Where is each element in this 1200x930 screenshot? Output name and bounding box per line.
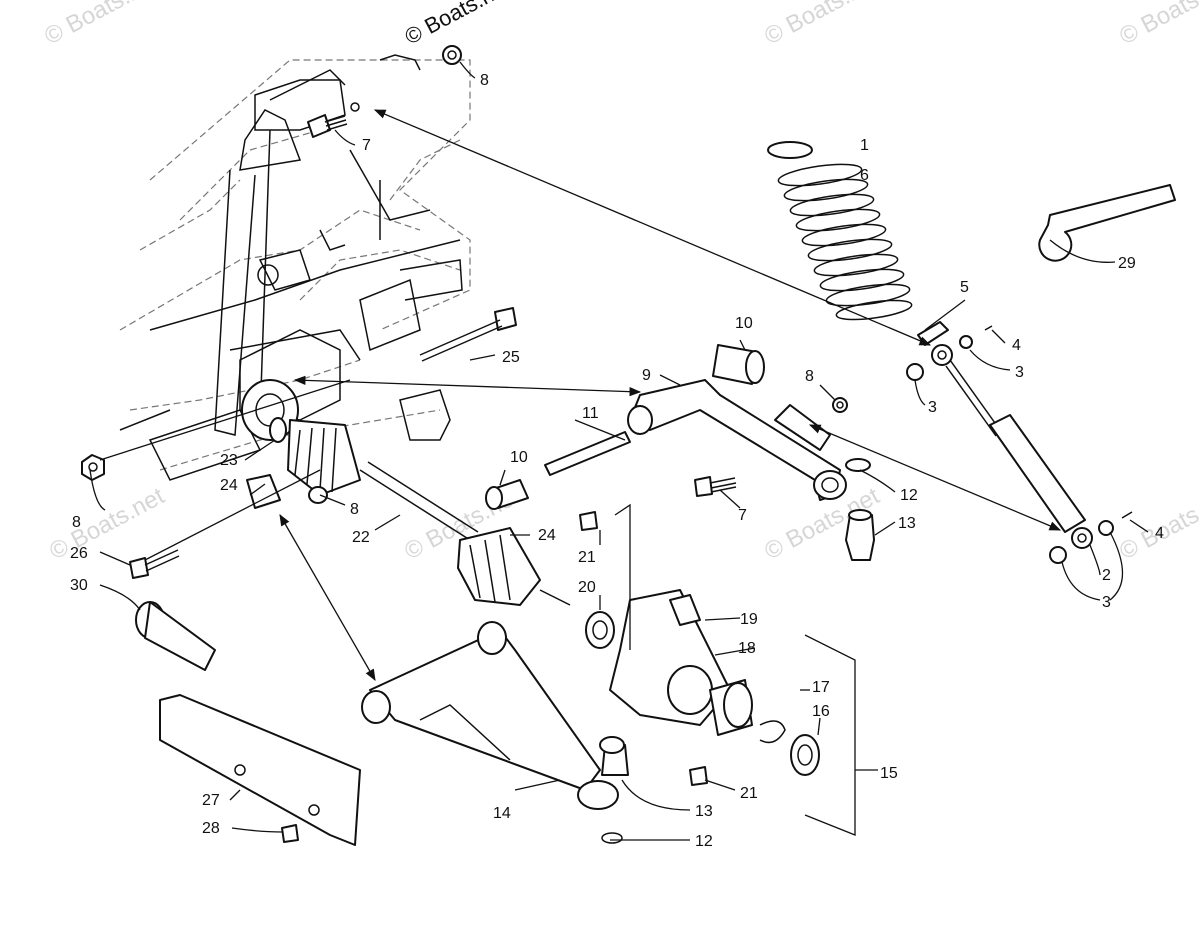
reference-arrows — [99, 109, 1062, 682]
lower-a-arm — [361, 621, 629, 844]
callout-15: 15 — [880, 765, 898, 782]
callout-3: 3 — [1102, 594, 1111, 611]
upper-bolt — [307, 45, 462, 138]
callout-5: 5 — [960, 279, 969, 296]
watermark: © Boats.net — [1115, 482, 1200, 565]
callout-23: 23 — [220, 452, 238, 469]
cv-axle — [246, 417, 571, 606]
callout-22: 22 — [352, 529, 370, 546]
callout-3: 3 — [1015, 364, 1024, 381]
callout-6: 6 — [860, 167, 869, 184]
callout-7: 7 — [362, 137, 371, 154]
leader-lines — [89, 61, 1149, 841]
callout-21: 21 — [578, 549, 596, 566]
bracket-15 — [614, 503, 856, 836]
upper-a-arm — [627, 379, 847, 501]
left-fasteners — [81, 454, 180, 579]
callout-17: 17 — [812, 679, 830, 696]
watermark: © Boats.net — [401, 0, 515, 49]
callout-labels: 1 6 29 5 4 3 3 4 2 3 8 7 10 9 8 25 11 10… — [70, 72, 1164, 850]
steering-knuckle — [579, 511, 820, 786]
callout-29: 29 — [1118, 255, 1136, 272]
callout-24: 24 — [538, 527, 556, 544]
callout-13: 13 — [695, 803, 713, 820]
callout-7: 7 — [738, 507, 747, 524]
callout-20: 20 — [578, 579, 596, 596]
callout-8: 8 — [72, 514, 81, 531]
callout-4: 4 — [1012, 337, 1021, 354]
callout-9: 9 — [642, 367, 651, 384]
callout-12: 12 — [900, 487, 918, 504]
watermark: © Boats.net — [760, 0, 884, 50]
callout-19: 19 — [740, 611, 758, 628]
watermark: © Boats.net — [45, 482, 169, 565]
bushings — [485, 344, 848, 510]
callout-18: 18 — [738, 640, 756, 657]
callout-8: 8 — [480, 72, 489, 89]
spanner-wrench — [1038, 184, 1176, 262]
callout-21: 21 — [740, 785, 758, 802]
callout-27: 27 — [202, 792, 220, 809]
callout-3: 3 — [928, 399, 937, 416]
callout-1: 1 — [860, 137, 869, 154]
pivot-pin — [135, 601, 216, 671]
callout-12: 12 — [695, 833, 713, 850]
callout-16: 16 — [812, 703, 830, 720]
callout-10: 10 — [510, 449, 528, 466]
watermark-layer: © Boats.net © Boats.net © Boats.net © Bo… — [40, 0, 1200, 565]
callout-30: 30 — [70, 577, 88, 594]
watermark: © Boats.net — [40, 0, 164, 50]
shock-absorber — [906, 325, 1133, 564]
callout-2: 2 — [1102, 567, 1111, 584]
callout-10: 10 — [735, 315, 753, 332]
upper-arm-bolt — [694, 476, 737, 497]
callout-4: 4 — [1155, 525, 1164, 542]
callout-11: 11 — [582, 405, 599, 422]
callout-26: 26 — [70, 545, 88, 562]
skid-plate — [159, 694, 361, 846]
callout-28: 28 — [202, 820, 220, 837]
callout-8: 8 — [350, 501, 359, 518]
watermark: © Boats.net — [1115, 0, 1200, 50]
callout-25: 25 — [502, 349, 520, 366]
callout-8: 8 — [805, 368, 814, 385]
callout-24: 24 — [220, 477, 238, 494]
callout-13: 13 — [898, 515, 916, 532]
callout-14: 14 — [493, 805, 511, 822]
